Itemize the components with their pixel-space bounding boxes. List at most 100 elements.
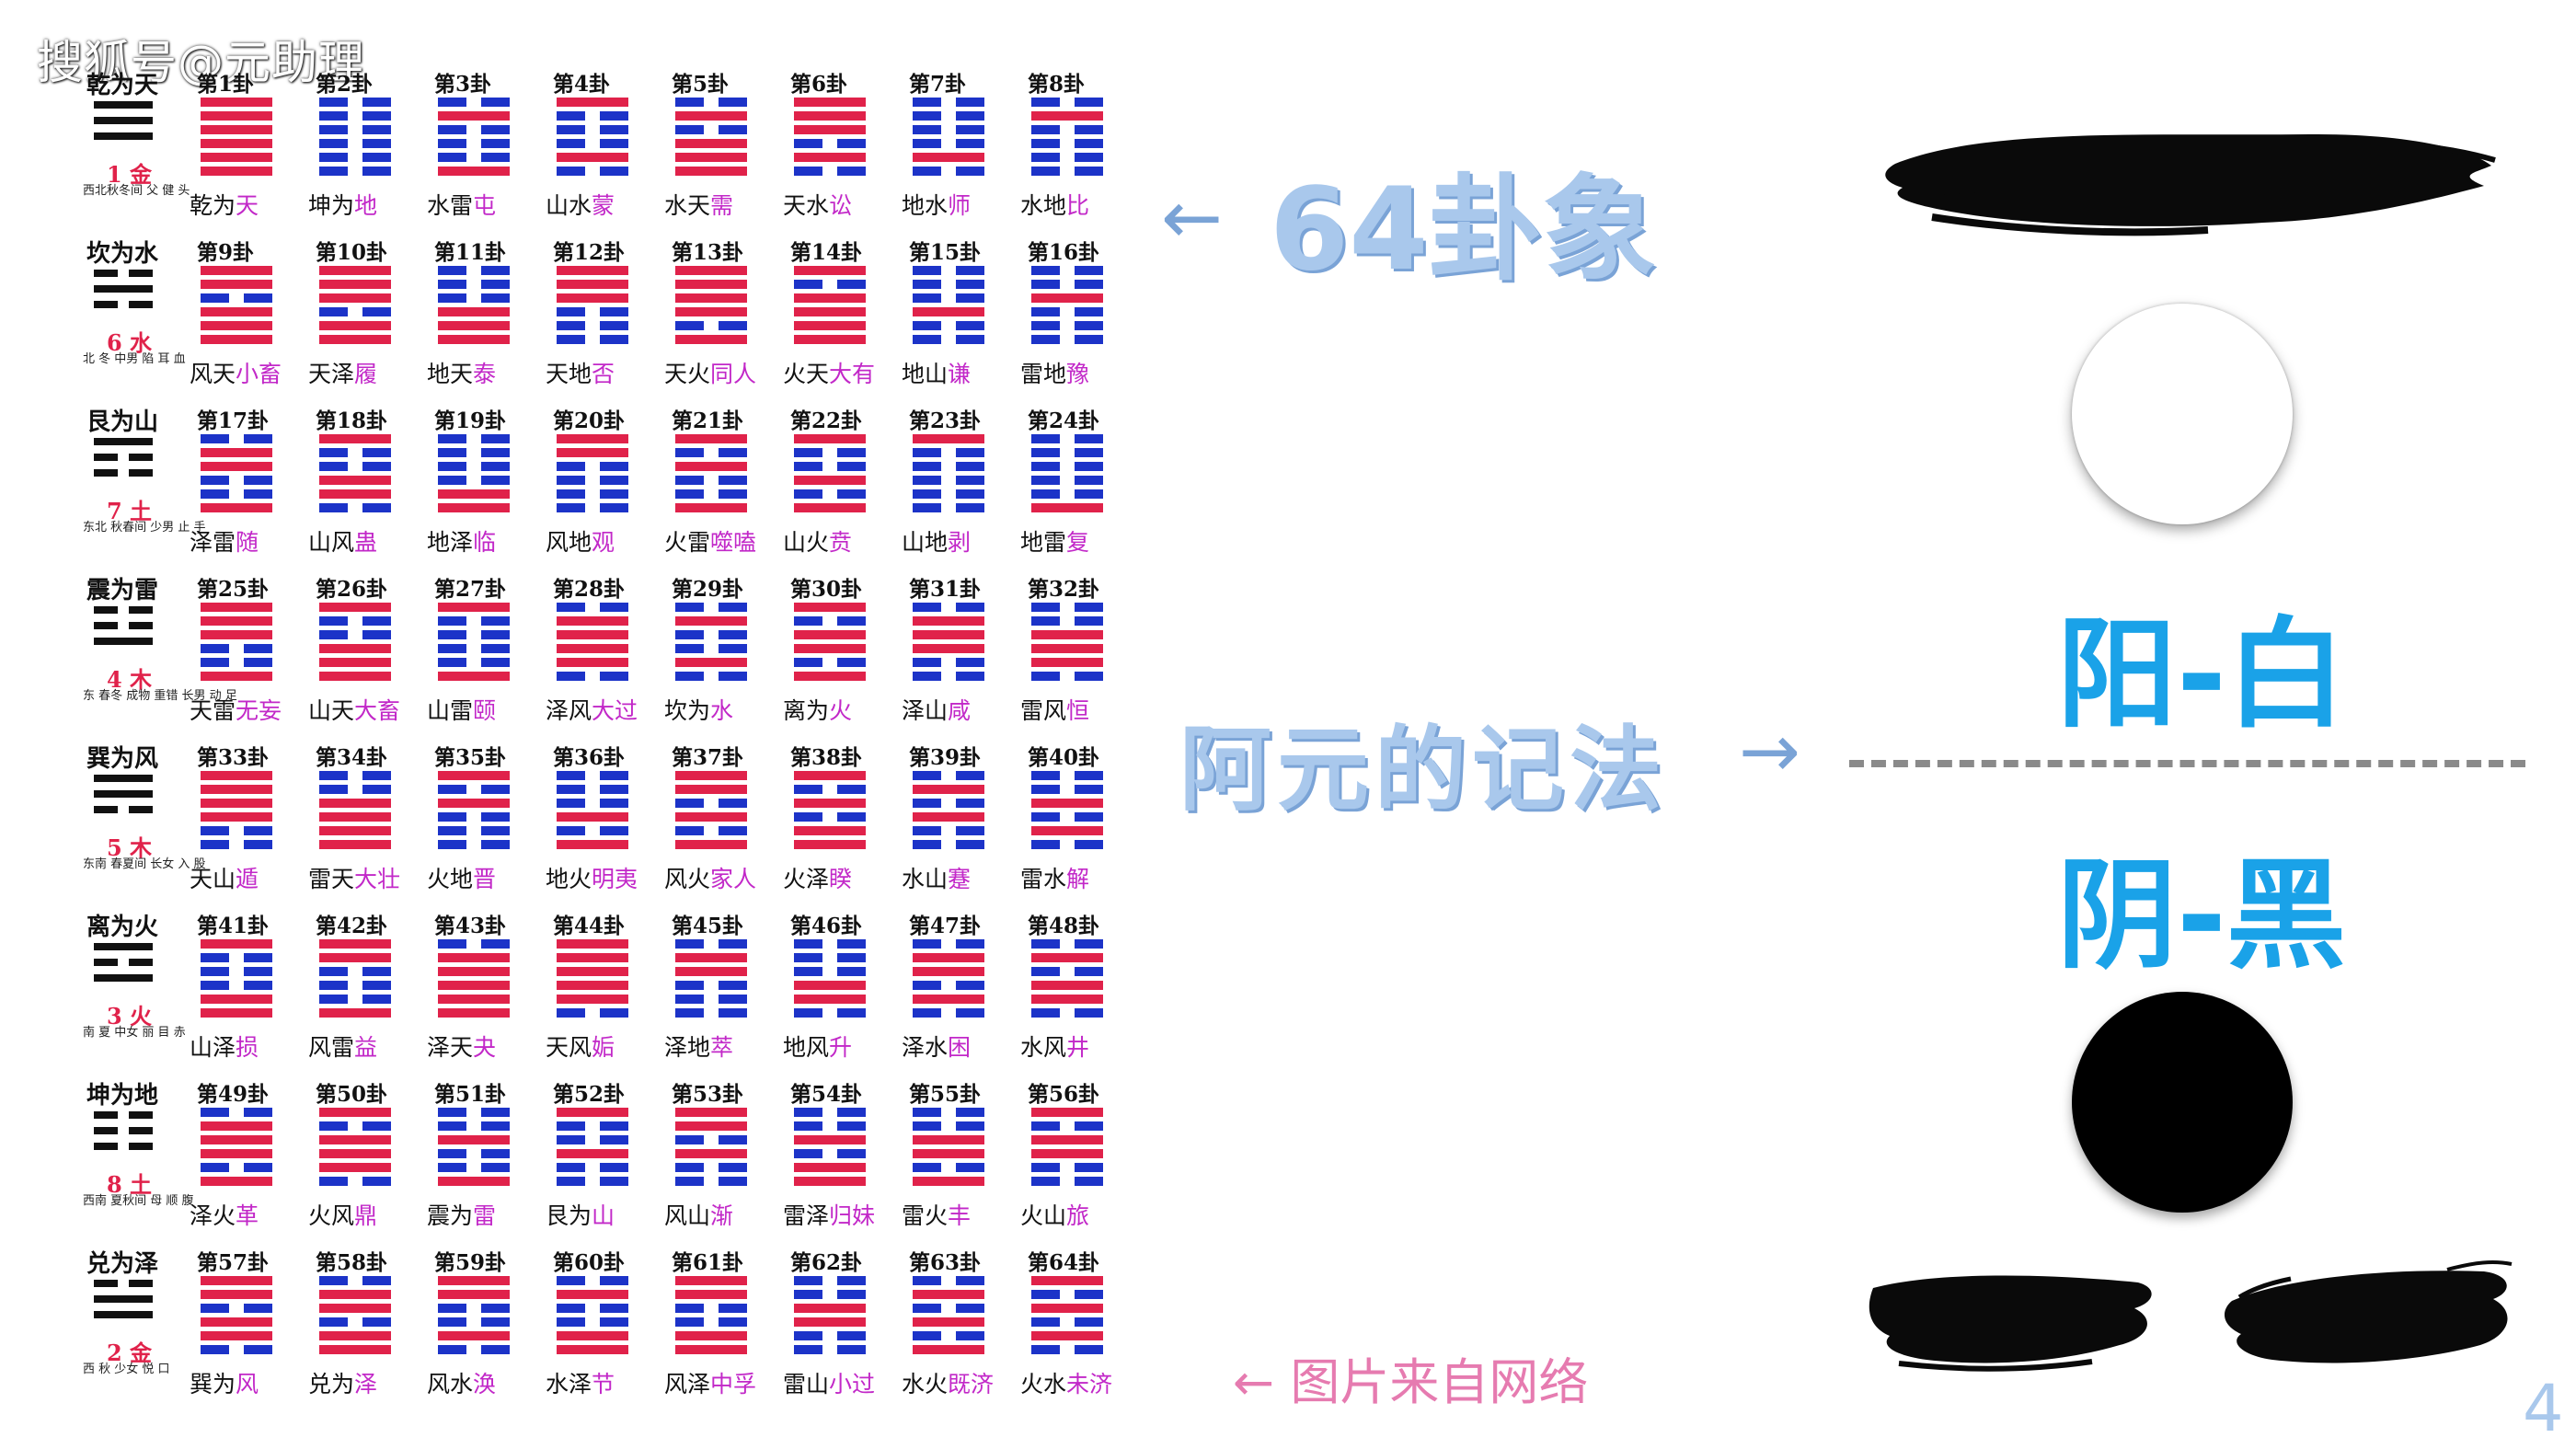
hexagram-cell: 第17卦泽雷随 <box>190 403 293 559</box>
hexagram-name-suffix: 蹇 <box>948 866 972 892</box>
hexagram-name-prefix: 雷水 <box>1020 866 1067 892</box>
yin-line <box>319 1276 391 1285</box>
yin-line <box>557 167 628 176</box>
yang-line <box>319 266 391 275</box>
hexagram-number: 第52卦 <box>553 1082 626 1107</box>
hexagram-cell: 第58卦兑为泽 <box>308 1245 411 1401</box>
yang-line <box>319 476 391 485</box>
hexagram-name: 天地否 <box>546 356 615 389</box>
yang-line <box>201 672 272 681</box>
left-arrow-icon: ← <box>1161 175 1224 260</box>
hexagram-name-suffix: 观 <box>592 529 615 556</box>
yang-line <box>794 1304 866 1313</box>
yang-line <box>438 335 510 344</box>
white-circle-yang <box>2072 304 2293 524</box>
hexagram-name-suffix: 随 <box>236 529 259 556</box>
hexagram-number: 第2卦 <box>316 72 374 97</box>
hexagram-name-suffix: 解 <box>1066 866 1090 892</box>
hexagram-cell: 第3卦水雷屯 <box>427 66 530 223</box>
hexagram-number: 第7卦 <box>909 72 967 97</box>
hexagram-number: 第17卦 <box>197 408 270 433</box>
hexagram-cell: 第38卦火泽睽 <box>783 740 886 896</box>
yang-line <box>913 630 984 639</box>
hexagram-symbol <box>438 603 510 685</box>
yin-line <box>675 448 747 457</box>
yin-line <box>1031 616 1103 626</box>
watermark: 搜狐号@元助理 <box>37 36 365 89</box>
yin-line <box>319 1177 391 1186</box>
yang-line <box>201 125 272 134</box>
hexagram-symbol <box>201 771 272 854</box>
yin-line <box>913 799 984 808</box>
hexagram-name-suffix: 师 <box>948 192 972 219</box>
hexagram-name-prefix: 地天 <box>427 361 474 387</box>
yin-line <box>913 1331 984 1340</box>
hexagram-cell: 第44卦天风姤 <box>546 908 649 1064</box>
hexagram-cell: 第39卦水山蹇 <box>902 740 1005 896</box>
yin-line <box>1031 139 1103 148</box>
hexagram-name-prefix: 兑为 <box>308 1371 355 1397</box>
hexagram-name: 地风升 <box>783 1029 852 1063</box>
yin-line <box>557 1177 628 1186</box>
yang-line <box>557 939 628 949</box>
yin-line <box>557 321 628 330</box>
yin-line <box>794 280 866 289</box>
yang-line <box>201 167 272 176</box>
yang-line <box>1031 799 1103 808</box>
hexagram-name-suffix: 归妹 <box>829 1202 876 1229</box>
trigram-number: 2 金 <box>107 1340 153 1366</box>
hexagram-cell: 第4卦山水蒙 <box>546 66 649 223</box>
yang-line <box>675 771 747 780</box>
hexagram-number: 第10卦 <box>316 240 388 265</box>
hexagram-symbol <box>557 1276 628 1359</box>
hexagram-number: 第38卦 <box>790 745 863 770</box>
yin-line <box>675 1177 747 1186</box>
hexagram-name: 雷风恒 <box>1020 693 1089 726</box>
yin-line <box>438 644 510 653</box>
hexagram-name: 水地比 <box>1020 188 1089 221</box>
yang-line <box>913 1317 984 1327</box>
yin-line <box>1031 1177 1103 1186</box>
hexagram-symbol <box>557 434 628 517</box>
hexagram-symbol <box>438 434 510 517</box>
image-source-note: ← 图片来自网络 <box>1233 1353 1589 1411</box>
yin-line <box>557 603 628 612</box>
yin-line <box>1031 1163 1103 1172</box>
black-circle-yin <box>2072 992 2293 1213</box>
yang-line <box>1031 1276 1103 1285</box>
hexagram-name-prefix: 水风 <box>1020 1034 1067 1061</box>
yin-line <box>675 981 747 990</box>
yang-line <box>94 132 153 140</box>
hexagram-name: 水风井 <box>1020 1029 1089 1063</box>
hexagram-cell: 第15卦地山谦 <box>902 235 1005 391</box>
hexagram-name: 地水师 <box>902 188 971 221</box>
hexagram-symbol <box>319 1108 391 1190</box>
hexagram-cell: 第41卦山泽损 <box>190 908 293 1064</box>
hexagram-name: 泽雷随 <box>190 524 259 558</box>
hexagram-name-suffix: 恒 <box>1066 697 1090 724</box>
hexagram-name-suffix: 噬嗑 <box>710 529 757 556</box>
yin-line <box>913 771 984 780</box>
hexagram-cell: 第37卦风火家人 <box>664 740 767 896</box>
hexagram-symbol <box>319 98 391 180</box>
yin-line <box>438 293 510 303</box>
yang-line <box>675 953 747 962</box>
yang-line <box>201 462 272 471</box>
yang-line <box>319 321 391 330</box>
hexagram-name-suffix: 讼 <box>829 192 853 219</box>
yang-line <box>913 1135 984 1144</box>
hexagram-name-prefix: 泽天 <box>427 1034 474 1061</box>
yin-line <box>438 153 510 162</box>
yin-line <box>201 658 272 667</box>
yang-line <box>794 98 866 107</box>
hexagram-name: 天泽履 <box>308 356 377 389</box>
hexagram-name: 雷天大壮 <box>308 861 400 894</box>
yang-line <box>201 98 272 107</box>
hexagram-name-prefix: 天风 <box>546 1034 592 1061</box>
yang-line <box>557 840 628 849</box>
hexagram-number: 第28卦 <box>553 577 626 602</box>
hexagram-symbol <box>1031 771 1103 854</box>
yang-line <box>94 438 153 445</box>
hexagram-name: 坎为水 <box>664 693 733 726</box>
